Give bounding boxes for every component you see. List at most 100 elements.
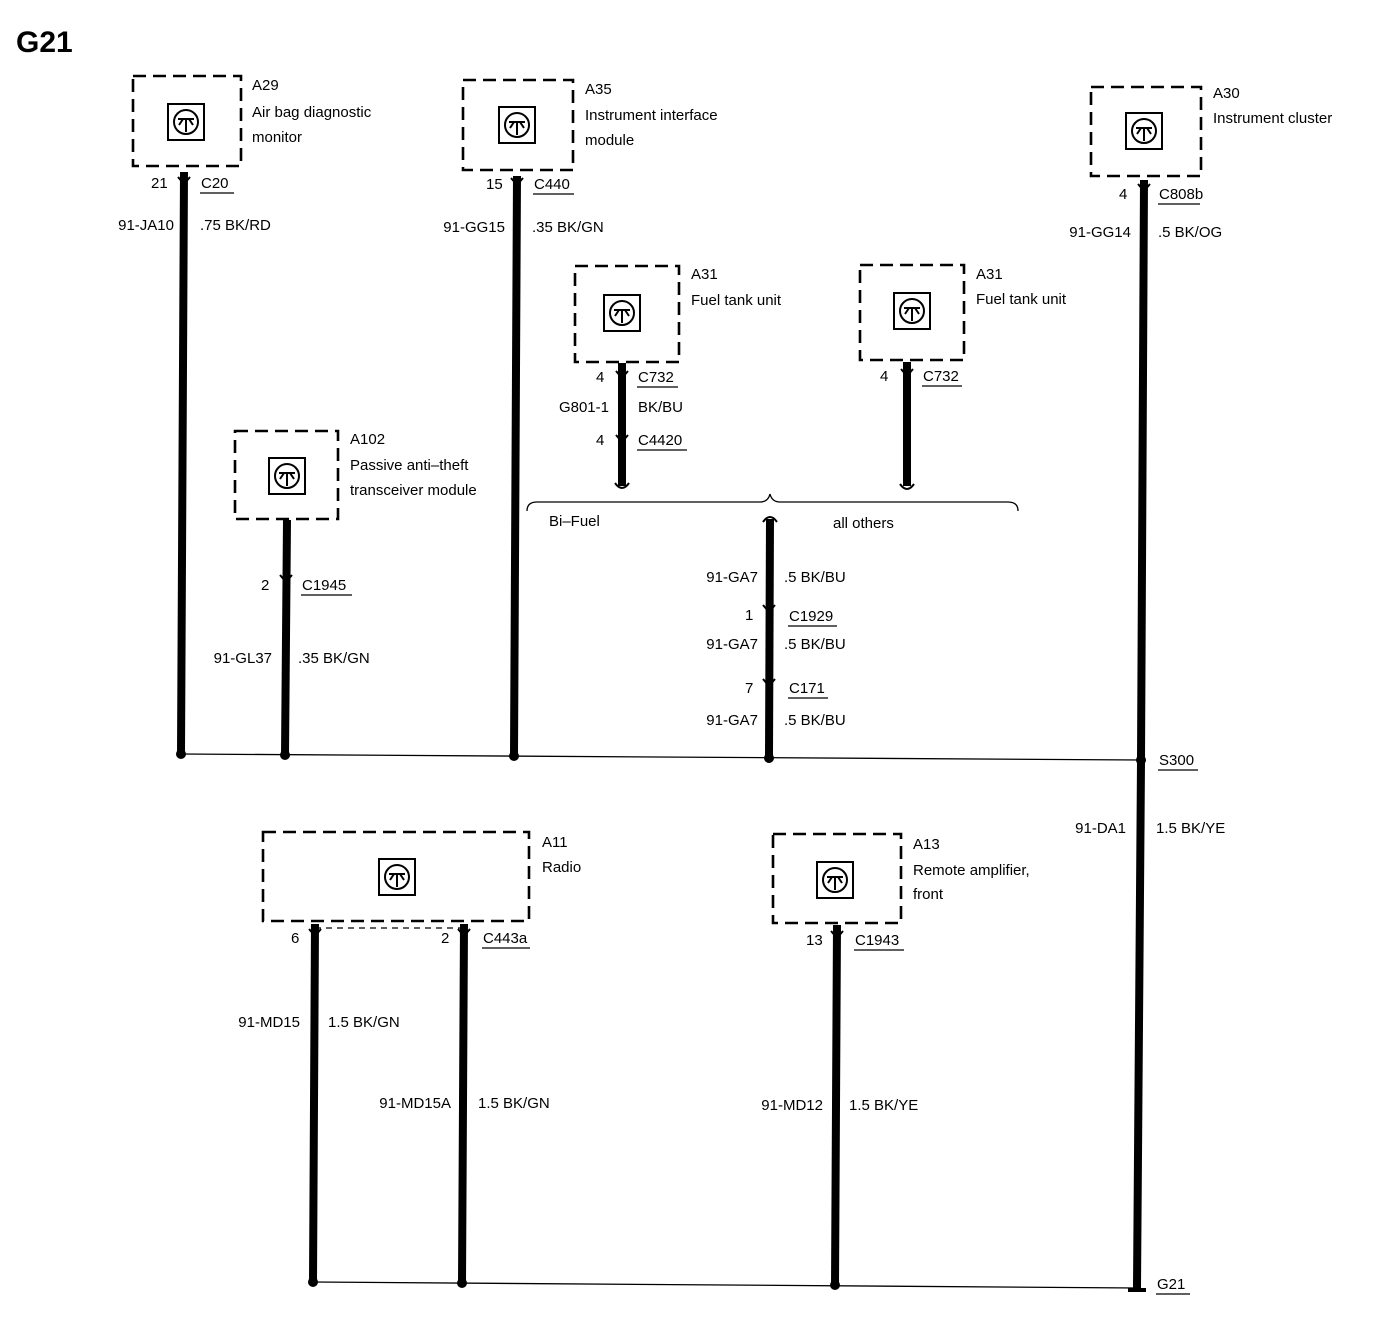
- a31-others-name: Fuel tank unit: [976, 291, 1067, 308]
- a35-pin: 15: [486, 176, 503, 193]
- wire-a29: [177, 171, 188, 754]
- a102-id: A102: [350, 431, 385, 448]
- component-a11: A11 Radio: [261, 830, 581, 923]
- c171-pin: 7: [745, 680, 753, 697]
- component-a30: A30 Instrument cluster: [1089, 85, 1332, 178]
- a102-circuit: 91-GL37: [214, 650, 272, 667]
- a31-bifuel-connector-bottom: C4420: [638, 432, 682, 449]
- wire-da1: [1133, 761, 1145, 1287]
- c1929-connector: C1929: [789, 608, 833, 625]
- md12-wire-spec: 1.5 BK/YE: [849, 1097, 918, 1114]
- a35-connector: C440: [534, 176, 570, 193]
- a31-bifuel-connector-top: C732: [638, 369, 674, 386]
- a31-others-pin: 4: [880, 368, 888, 385]
- module-icon: [268, 457, 306, 495]
- splice-label: S300: [1159, 752, 1194, 769]
- a13-id: A13: [913, 836, 940, 853]
- diagram-title: G21: [16, 26, 73, 59]
- a102-name-line2: transceiver module: [350, 482, 477, 499]
- ga7-wire-spec-3: .5 BK/BU: [784, 712, 846, 729]
- a29-name-line2: monitor: [252, 129, 302, 146]
- md15-circuit: 91-MD15: [238, 1014, 300, 1031]
- a11-pin-left: 6: [291, 930, 299, 947]
- ground-dot: [457, 1278, 467, 1288]
- wire-a102: [281, 519, 291, 756]
- a31-others-id: A31: [976, 266, 1003, 283]
- component-a13: A13 Remote amplifier, front: [771, 832, 1030, 925]
- md12-circuit: 91-MD12: [761, 1097, 823, 1114]
- component-a35: A35 Instrument interface module: [461, 78, 718, 172]
- a13-name-line2: front: [913, 886, 944, 903]
- component-a102: A102 Passive anti–theft transceiver modu…: [233, 429, 477, 521]
- wire-md12: [831, 924, 841, 1286]
- a30-pin: 4: [1119, 186, 1127, 203]
- a30-circuit: 91-GG14: [1069, 224, 1131, 241]
- a29-circuit: 91-JA10: [118, 217, 174, 234]
- component-a29: A29 Air bag diagnostic monitor: [131, 74, 372, 168]
- a29-pin: 21: [151, 175, 168, 192]
- md15a-circuit: 91-MD15A: [379, 1095, 451, 1112]
- module-icon: [603, 294, 641, 332]
- ground-bus: [312, 1281, 1138, 1289]
- ga7-wire-spec-1: .5 BK/BU: [784, 569, 846, 586]
- a11-id: A11: [542, 834, 568, 851]
- wire-a30: [1137, 179, 1148, 761]
- da1-circuit: 91-DA1: [1075, 820, 1126, 837]
- module-icon: [1125, 112, 1163, 150]
- md15a-wire-spec: 1.5 BK/GN: [478, 1095, 550, 1112]
- a102-connector: C1945: [302, 577, 346, 594]
- ga7-circuit-2: 91-GA7: [706, 636, 758, 653]
- a11-name: Radio: [542, 859, 581, 876]
- a102-name-line1: Passive anti–theft: [350, 457, 469, 474]
- ground-dot: [308, 1277, 318, 1287]
- ground-icon: [1128, 1280, 1146, 1292]
- c171-connector: C171: [789, 680, 825, 697]
- a11-connector: C443a: [483, 930, 528, 947]
- splice-dot: [764, 753, 774, 763]
- splice-dot: [176, 749, 186, 759]
- a29-id: A29: [252, 77, 279, 94]
- a31-bifuel-circuit: G801-1: [559, 399, 609, 416]
- component-a31-bifuel: A31 Fuel tank unit: [573, 264, 782, 364]
- a31-bifuel-name: Fuel tank unit: [691, 292, 782, 309]
- a35-wire-spec: .35 BK/GN: [532, 219, 604, 236]
- ground-label: G21: [1157, 1276, 1185, 1293]
- a31-bifuel-pin-top: 4: [596, 369, 604, 386]
- wire-md15: [309, 923, 319, 1283]
- a29-name-line1: Air bag diagnostic: [252, 104, 372, 121]
- c1929-pin: 1: [745, 607, 753, 624]
- a31-bifuel-id: A31: [691, 266, 718, 283]
- variant-brace: [526, 493, 1019, 512]
- splice-dot: [509, 751, 519, 761]
- module-icon: [893, 292, 931, 330]
- a31-bifuel-pin-bottom: 4: [596, 432, 604, 449]
- variant-others-label: all others: [833, 515, 894, 532]
- component-a31-others: A31 Fuel tank unit: [858, 263, 1067, 362]
- a29-connector: C20: [201, 175, 229, 192]
- a35-name-line1: Instrument interface: [585, 107, 718, 124]
- a13-connector: C1943: [855, 932, 899, 949]
- a31-others-connector: C732: [923, 368, 959, 385]
- a30-connector: C808b: [1159, 186, 1203, 203]
- ground-dot: [830, 1280, 840, 1290]
- a13-pin: 13: [806, 932, 823, 949]
- ga7-circuit-3: 91-GA7: [706, 712, 758, 729]
- a13-name-line1: Remote amplifier,: [913, 862, 1030, 879]
- a30-wire-spec: .5 BK/OG: [1158, 224, 1222, 241]
- module-icon: [816, 861, 854, 899]
- ga7-circuit-1: 91-GA7: [706, 569, 758, 586]
- wire-ga7: [765, 518, 774, 756]
- a102-wire-spec: .35 BK/GN: [298, 650, 370, 667]
- connector-chevron-icon: [762, 678, 776, 688]
- a29-wire-spec: .75 BK/RD: [200, 217, 271, 234]
- a30-id: A30: [1213, 85, 1240, 102]
- connector-chevron-icon: [762, 604, 776, 614]
- a11-pin-right: 2: [441, 930, 449, 947]
- splice-dot: [280, 750, 290, 760]
- a35-id: A35: [585, 81, 612, 98]
- a35-circuit: 91-GG15: [443, 219, 505, 236]
- ga7-wire-spec-2: .5 BK/BU: [784, 636, 846, 653]
- a31-bifuel-wire-spec: BK/BU: [638, 399, 683, 416]
- module-icon: [167, 103, 205, 141]
